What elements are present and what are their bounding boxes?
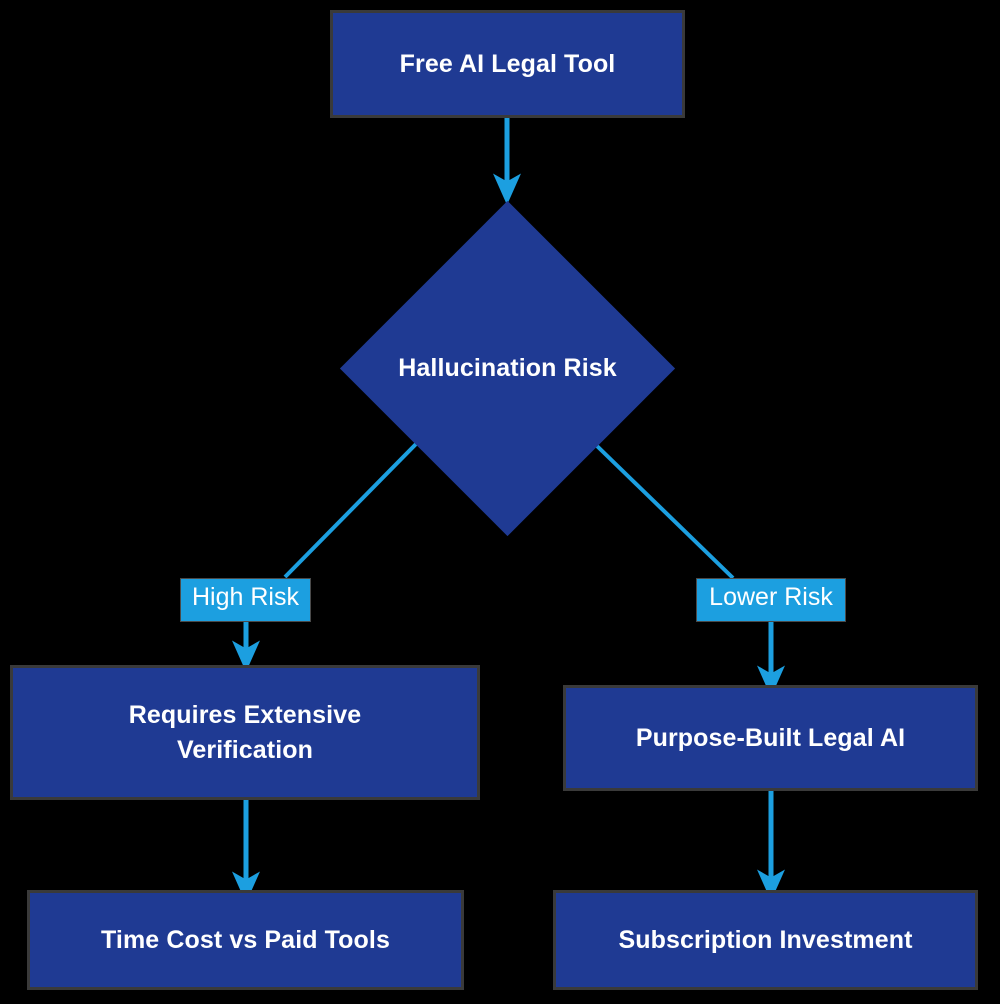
node-label-time-cost-vs-paid-tools: Time Cost vs Paid Tools — [101, 925, 390, 954]
node-label-hallucination-risk: Hallucination Risk — [398, 354, 617, 383]
node-purpose-built-legal-ai[interactable]: Purpose-Built Legal AI — [563, 685, 978, 791]
edge-label-lower-risk-text: Lower Risk — [709, 583, 833, 611]
edge-label-lower-risk: Lower Risk — [696, 578, 846, 622]
edge-label-high-risk: High Risk — [180, 578, 311, 622]
node-free-ai-legal-tool[interactable]: Free AI Legal Tool — [330, 10, 685, 118]
node-label-verification-line1: Requires Extensive — [128, 701, 362, 729]
node-label-verification-line2: Verification — [177, 735, 313, 764]
node-hallucination-risk[interactable]: Hallucination Risk — [339, 200, 676, 537]
node-requires-extensive-verification[interactable]: Requires Extensive Verification — [10, 665, 480, 800]
node-label-purpose-built-legal-ai: Purpose-Built Legal AI — [635, 723, 906, 752]
node-label-subscription-investment: Subscription Investment — [618, 925, 913, 954]
node-time-cost-vs-paid-tools[interactable]: Time Cost vs Paid Tools — [27, 890, 464, 990]
node-label-free-ai-legal-tool: Free AI Legal Tool — [399, 49, 616, 78]
node-subscription-investment[interactable]: Subscription Investment — [553, 890, 978, 990]
edge-label-high-risk-text: High Risk — [192, 583, 299, 611]
